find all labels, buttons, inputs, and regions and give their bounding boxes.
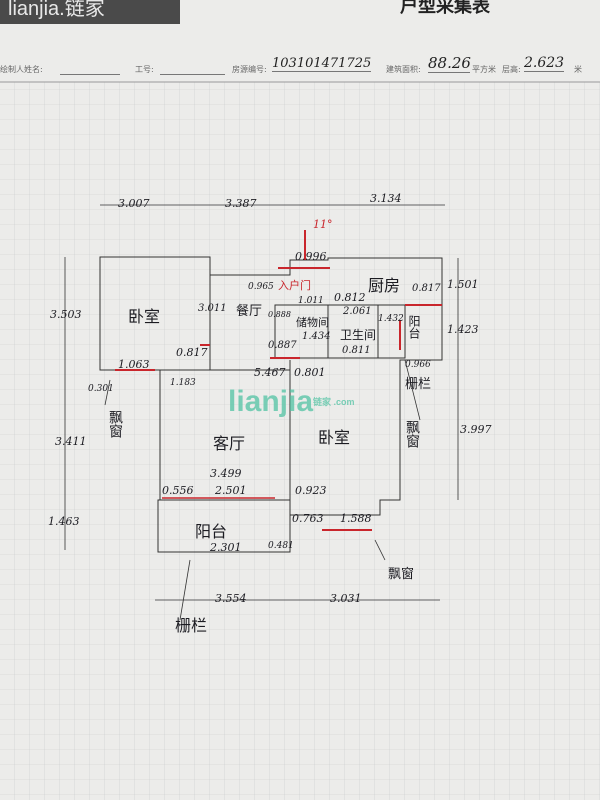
dim-right-2: 1.423	[447, 323, 479, 336]
walls	[99, 256, 443, 553]
dim-left-2: 3.411	[55, 435, 87, 448]
dim-left-1: 3.503	[50, 308, 82, 321]
area-value: 88.26	[428, 54, 471, 73]
dim-label: 2.301	[210, 541, 242, 554]
listing-number: 103101471725	[272, 56, 372, 72]
label-angle: 11°	[313, 218, 333, 231]
dim-label: 0.763	[292, 512, 324, 525]
dim-label: 2.061	[343, 306, 372, 317]
dim-label: 1.011	[298, 296, 324, 306]
dim-top-1: 3.007	[118, 197, 150, 210]
dim-label: 0.888	[268, 310, 291, 319]
watermark-sub: 链家 .com	[313, 397, 355, 407]
dim-label: 0.811	[342, 345, 371, 356]
listing-label: 房源编号:	[232, 65, 267, 74]
dim-top-2: 3.387	[225, 197, 257, 210]
form-title: 户型采集表	[400, 0, 490, 17]
height-label: 层高:	[502, 65, 521, 74]
dim-label: 1.183	[170, 378, 196, 388]
watermark-text: lianjia	[228, 385, 314, 418]
dim-label: 0.887	[268, 340, 297, 351]
dim-label: 0.996	[295, 250, 327, 263]
height-value: 2.623	[524, 55, 565, 72]
room-kitchen: 厨房	[368, 276, 401, 295]
dim-label: 0.301	[88, 384, 114, 394]
area-label: 建筑面积:	[386, 65, 421, 74]
dim-label: 0.812	[334, 291, 366, 304]
dim-label: 0.801	[294, 366, 326, 379]
room-bedroom2: 卧室	[318, 428, 351, 447]
room-dining: 餐厅	[236, 304, 263, 319]
dim-label: 3.499	[210, 467, 242, 480]
room-storage: 储物间	[296, 316, 329, 329]
height-unit: 米	[574, 65, 582, 74]
dim-label: 1.434	[302, 331, 331, 342]
dim-label: 1.432	[378, 314, 404, 324]
label-railing-right: 栅栏	[405, 377, 432, 392]
drawer-label: 绘制人姓名:	[0, 65, 43, 74]
dim-label: 3.011	[198, 303, 227, 314]
dim-top-3: 3.134	[370, 192, 402, 205]
room-living: 客厅	[213, 434, 246, 453]
dim-label: 0.965	[248, 282, 274, 292]
label-baywindow-left: 飘窗	[107, 410, 123, 438]
dim-label: 0.923	[295, 484, 327, 497]
dim-label: 0.817	[176, 346, 208, 359]
area-unit: 平方米	[472, 65, 496, 74]
lianjia-logo: lianjia.链家	[0, 0, 180, 24]
dim-right-3: 3.997	[460, 423, 492, 436]
dim-label: 5.467	[254, 366, 286, 379]
dimension-lines	[64, 204, 459, 601]
form-header: 绘制人姓名: 工号: 房源编号: 103101471725 建筑面积: 88.2…	[0, 54, 600, 78]
id-label: 工号:	[135, 65, 154, 74]
dim-label: 0.481	[268, 541, 294, 551]
dim-right-1: 1.501	[447, 278, 479, 291]
label-railing-bottom: 栅栏	[175, 616, 208, 635]
dim-label: 2.501	[215, 484, 247, 497]
dim-bottom-2: 3.031	[330, 592, 362, 605]
watermark: lianjia链家 .com	[228, 386, 355, 418]
dim-label: 1.588	[340, 512, 372, 525]
door-marks	[115, 230, 442, 531]
room-balcony1: 阳台	[407, 315, 421, 339]
dim-label: 0.817	[412, 283, 441, 294]
label-baywindow-right: 飘窗	[404, 420, 420, 448]
label-baywindow-bottom: 飘窗	[388, 567, 415, 582]
dim-label: 0.556	[162, 484, 194, 497]
room-bathroom: 卫生间	[340, 328, 377, 342]
dim-label: 0.966	[405, 360, 431, 370]
dim-bottom-1: 3.554	[215, 592, 247, 605]
label-entrance: 入户门	[278, 279, 311, 292]
room-bedroom1: 卧室	[128, 307, 161, 326]
room-balcony2: 阳台	[195, 522, 228, 541]
dim-left-3: 1.463	[48, 515, 80, 528]
dim-label: 1.063	[118, 358, 150, 371]
graph-grid	[0, 82, 600, 800]
